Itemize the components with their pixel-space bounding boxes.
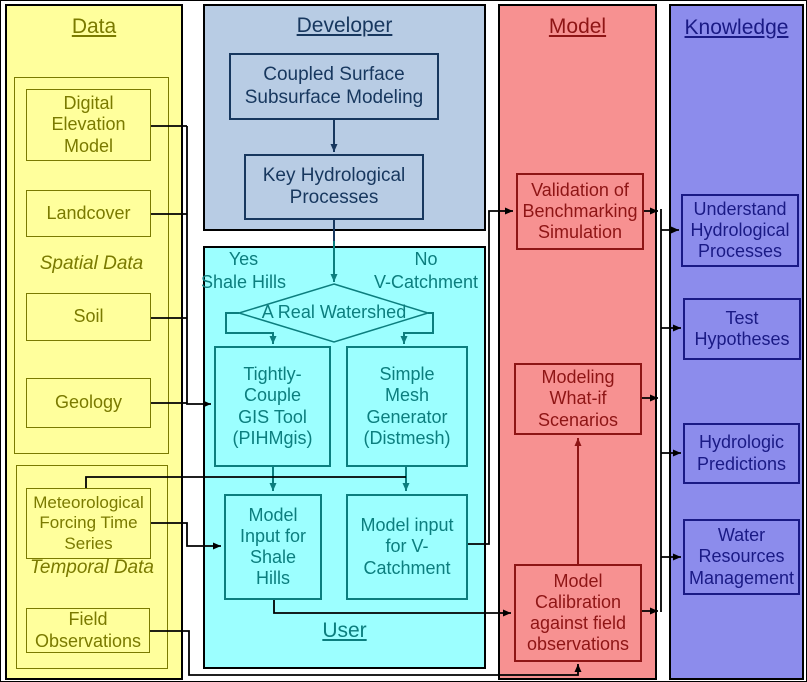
box-digital-elevation-model: Digital Elevation Model [26,89,151,161]
box-whatif-scenarios: Modeling What-if Scenarios [514,363,642,435]
panel-knowledge-title: Knowledge [684,16,789,39]
box-test-hypotheses: Test Hypotheses [683,298,801,360]
box-understand-processes: Understand Hydrological Processes [681,194,799,267]
panel-data [5,4,183,680]
box-field-observations: Field Observations [26,608,150,653]
decision-diamond-shape [236,283,431,343]
temporal-data-group [16,465,168,669]
panel-user-title: User [322,619,367,642]
box-mesh-generator: Simple Mesh Generator (Distmesh) [346,346,468,467]
label-temporal-data: Temporal Data [30,557,154,578]
box-validation: Validation of Benchmarking Simulation [516,173,644,250]
box-key-hydrological-processes: Key Hydrological Processes [244,154,424,220]
panel-developer-title: Developer [296,14,393,37]
box-geology: Geology [26,378,151,428]
box-coupled-surface-subsurface: Coupled Surface Subsurface Modeling [229,53,439,120]
panel-model [498,4,657,680]
box-met-forcing: Meteorological Forcing Time Series [26,488,151,559]
box-landcover: Landcover [26,190,151,237]
label-yes-shale-hills: Yes Shale Hills [200,249,287,293]
panel-knowledge [669,4,804,680]
decision-a-real-watershed: A Real Watershed [261,302,407,322]
box-gis-tool: Tightly- Couple GIS Tool (PIHMgis) [214,346,331,467]
box-water-resources: Water Resources Management [683,519,800,595]
box-model-input-vcatchment: Model input for V- Catchment [346,494,468,600]
box-model-input-shale: Model Input for Shale Hills [224,494,322,600]
spatial-data-group [14,77,169,454]
panel-data-title: Data [71,15,117,38]
label-spatial-data: Spatial Data [39,253,144,274]
box-hydrologic-predictions: Hydrologic Predictions [683,423,800,484]
box-model-calibration: Model Calibration against field observat… [514,564,642,662]
panel-model-title: Model [548,15,607,38]
label-no-v-catchment: No V-Catchment [373,249,479,293]
box-soil: Soil [26,293,151,341]
